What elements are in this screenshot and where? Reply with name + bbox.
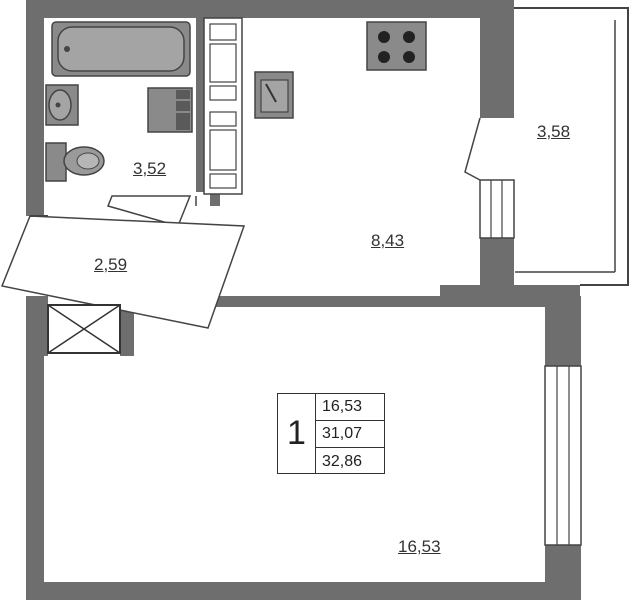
bathroom-area-label: 3,52 xyxy=(133,159,167,178)
walls xyxy=(26,0,581,600)
wall-right-upper xyxy=(480,0,514,118)
wall-left-living xyxy=(26,356,44,600)
living-room-window xyxy=(544,365,582,546)
wall-bottom xyxy=(26,582,581,600)
wall-right-living-lower xyxy=(545,545,581,600)
area-summary-box: 1 16,53 31,07 32,86 xyxy=(277,393,385,474)
room-count: 1 xyxy=(278,394,316,473)
toilet xyxy=(45,142,105,182)
balcony xyxy=(500,7,629,286)
hallway-area-label: 2,59 xyxy=(94,255,128,274)
wall-kitchen-living xyxy=(210,296,450,307)
kitchen-cabinets xyxy=(203,17,243,195)
balcony-door xyxy=(464,117,515,239)
bathtub xyxy=(51,21,191,77)
hallway xyxy=(0,215,246,329)
kitchen-area-label: 8,43 xyxy=(371,231,405,250)
washing-machine xyxy=(147,87,193,133)
total-area-value: 31,07 xyxy=(316,421,384,448)
ventilation-shaft xyxy=(47,304,121,354)
wall-top xyxy=(26,0,514,18)
living-area-value: 16,53 xyxy=(316,394,384,421)
living-room-area-label: 16,53 xyxy=(398,537,441,556)
total-area-with-balcony-value: 32,86 xyxy=(322,452,363,470)
washbasin xyxy=(45,84,79,126)
wall-left-bath xyxy=(26,0,44,210)
stove xyxy=(366,21,427,71)
wall-right-living-upper xyxy=(545,296,581,366)
balcony-area-label: 3,58 xyxy=(537,122,571,141)
kitchen-sink xyxy=(254,71,294,119)
